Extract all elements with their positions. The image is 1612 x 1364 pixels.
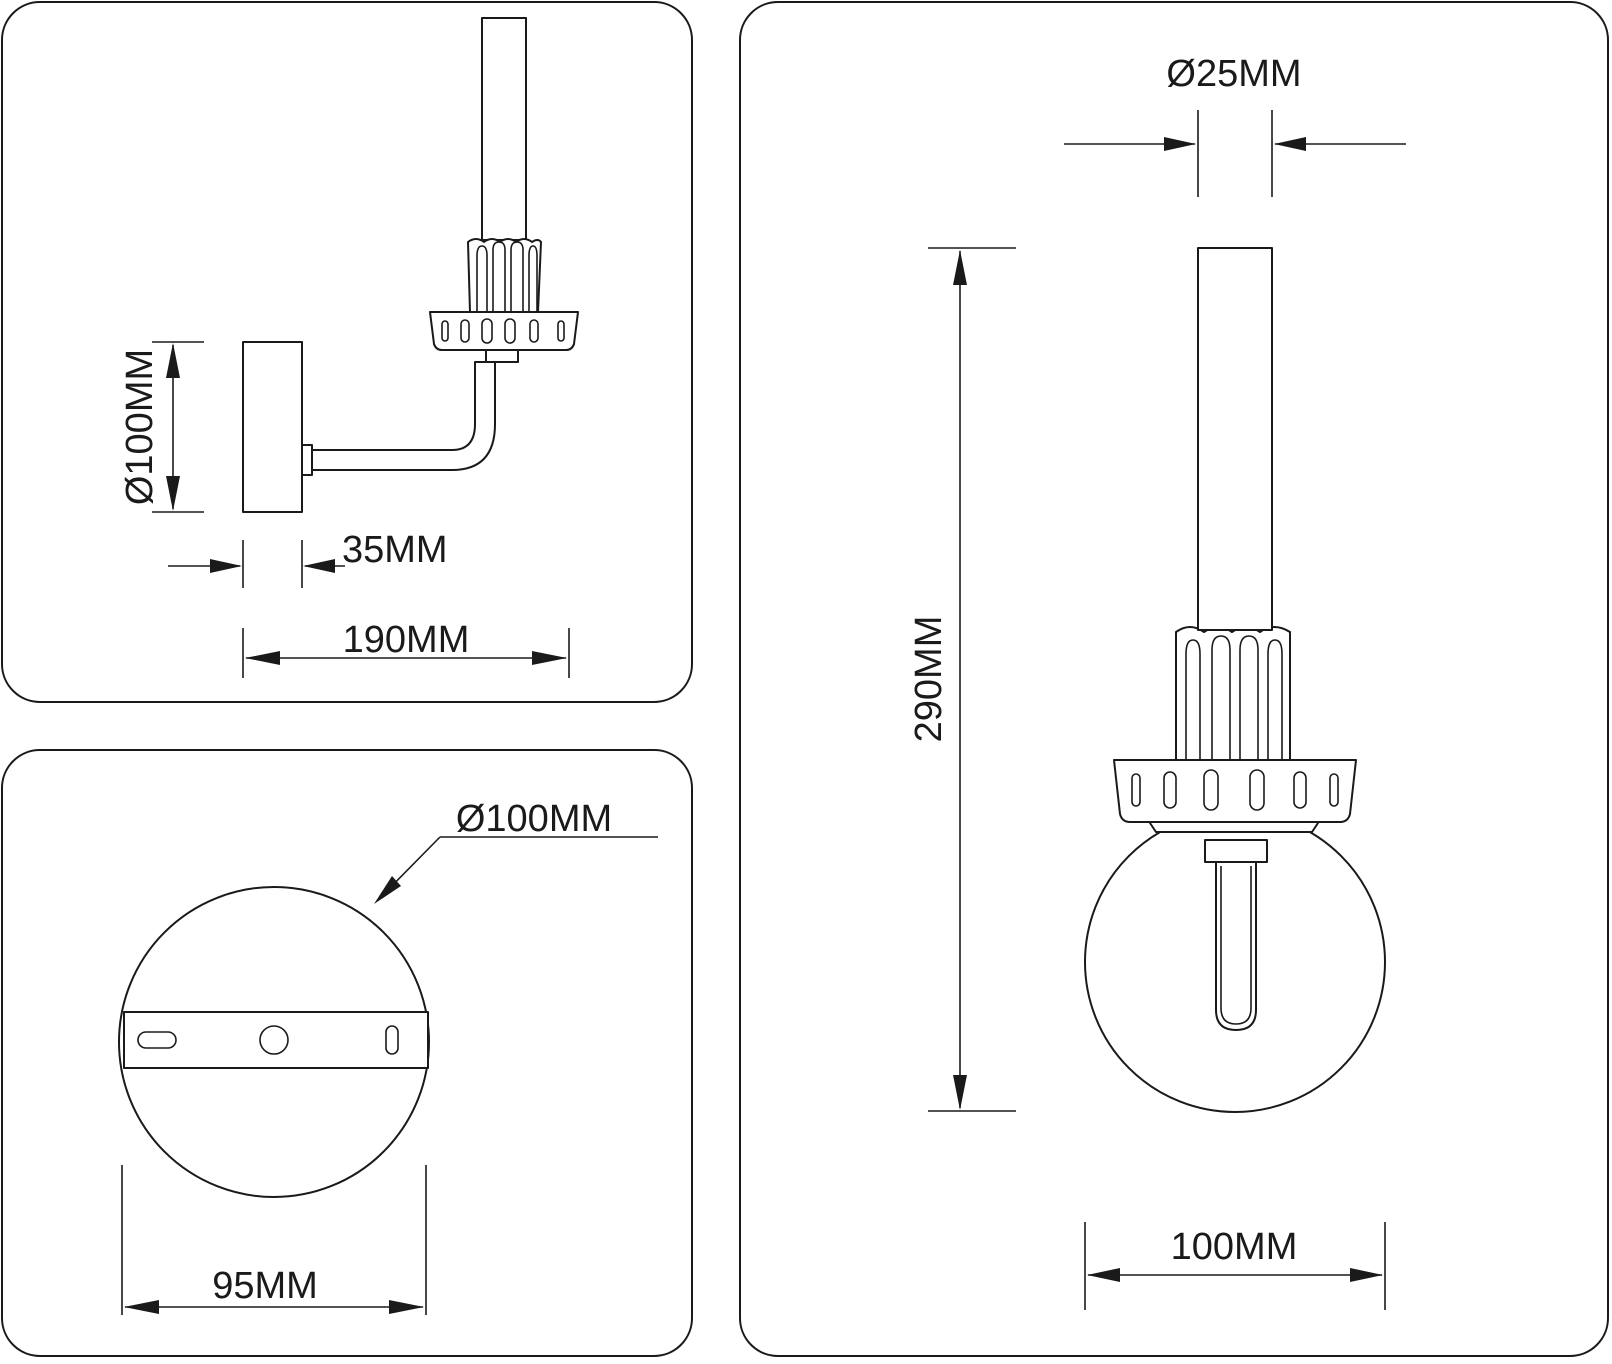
side-plate-diameter-label: Ø100MM	[119, 349, 161, 505]
side-diameter-dimension: Ø100MM	[119, 341, 204, 513]
side-plate-depth-label: 35MM	[342, 529, 448, 571]
tube-diameter-dimension: Ø25MM	[1064, 53, 1406, 197]
tube-diameter-label: Ø25MM	[1166, 53, 1301, 95]
mounting-plate-panel: Ø100MM 95MM	[1, 749, 693, 1357]
globe-diameter-dimension: 100MM	[1084, 1222, 1386, 1310]
side-view-panel: Ø100MM 35MM 190MM	[1, 1, 693, 703]
height-dimension: 290MM	[908, 247, 1016, 1112]
bracket-width-label: 95MM	[212, 1265, 318, 1307]
height-label: 290MM	[908, 616, 950, 743]
side-projection-label: 190MM	[343, 619, 470, 661]
front-view-panel: Ø25MM 290MM 100MM	[739, 1, 1609, 1357]
plate-diameter-label: Ø100MM	[456, 798, 612, 840]
front-lamp-outline	[1084, 247, 1386, 1113]
side-projection-dimension: 190MM	[242, 619, 570, 678]
plate-diameter-leader: Ø100MM	[374, 798, 658, 904]
side-depth-dimension: 35MM	[168, 529, 448, 588]
bracket-width-dimension: 95MM	[121, 1165, 427, 1315]
mounting-plate-drawing	[118, 886, 430, 1198]
globe-diameter-label: 100MM	[1171, 1226, 1298, 1268]
side-lamp-outline	[242, 17, 579, 513]
